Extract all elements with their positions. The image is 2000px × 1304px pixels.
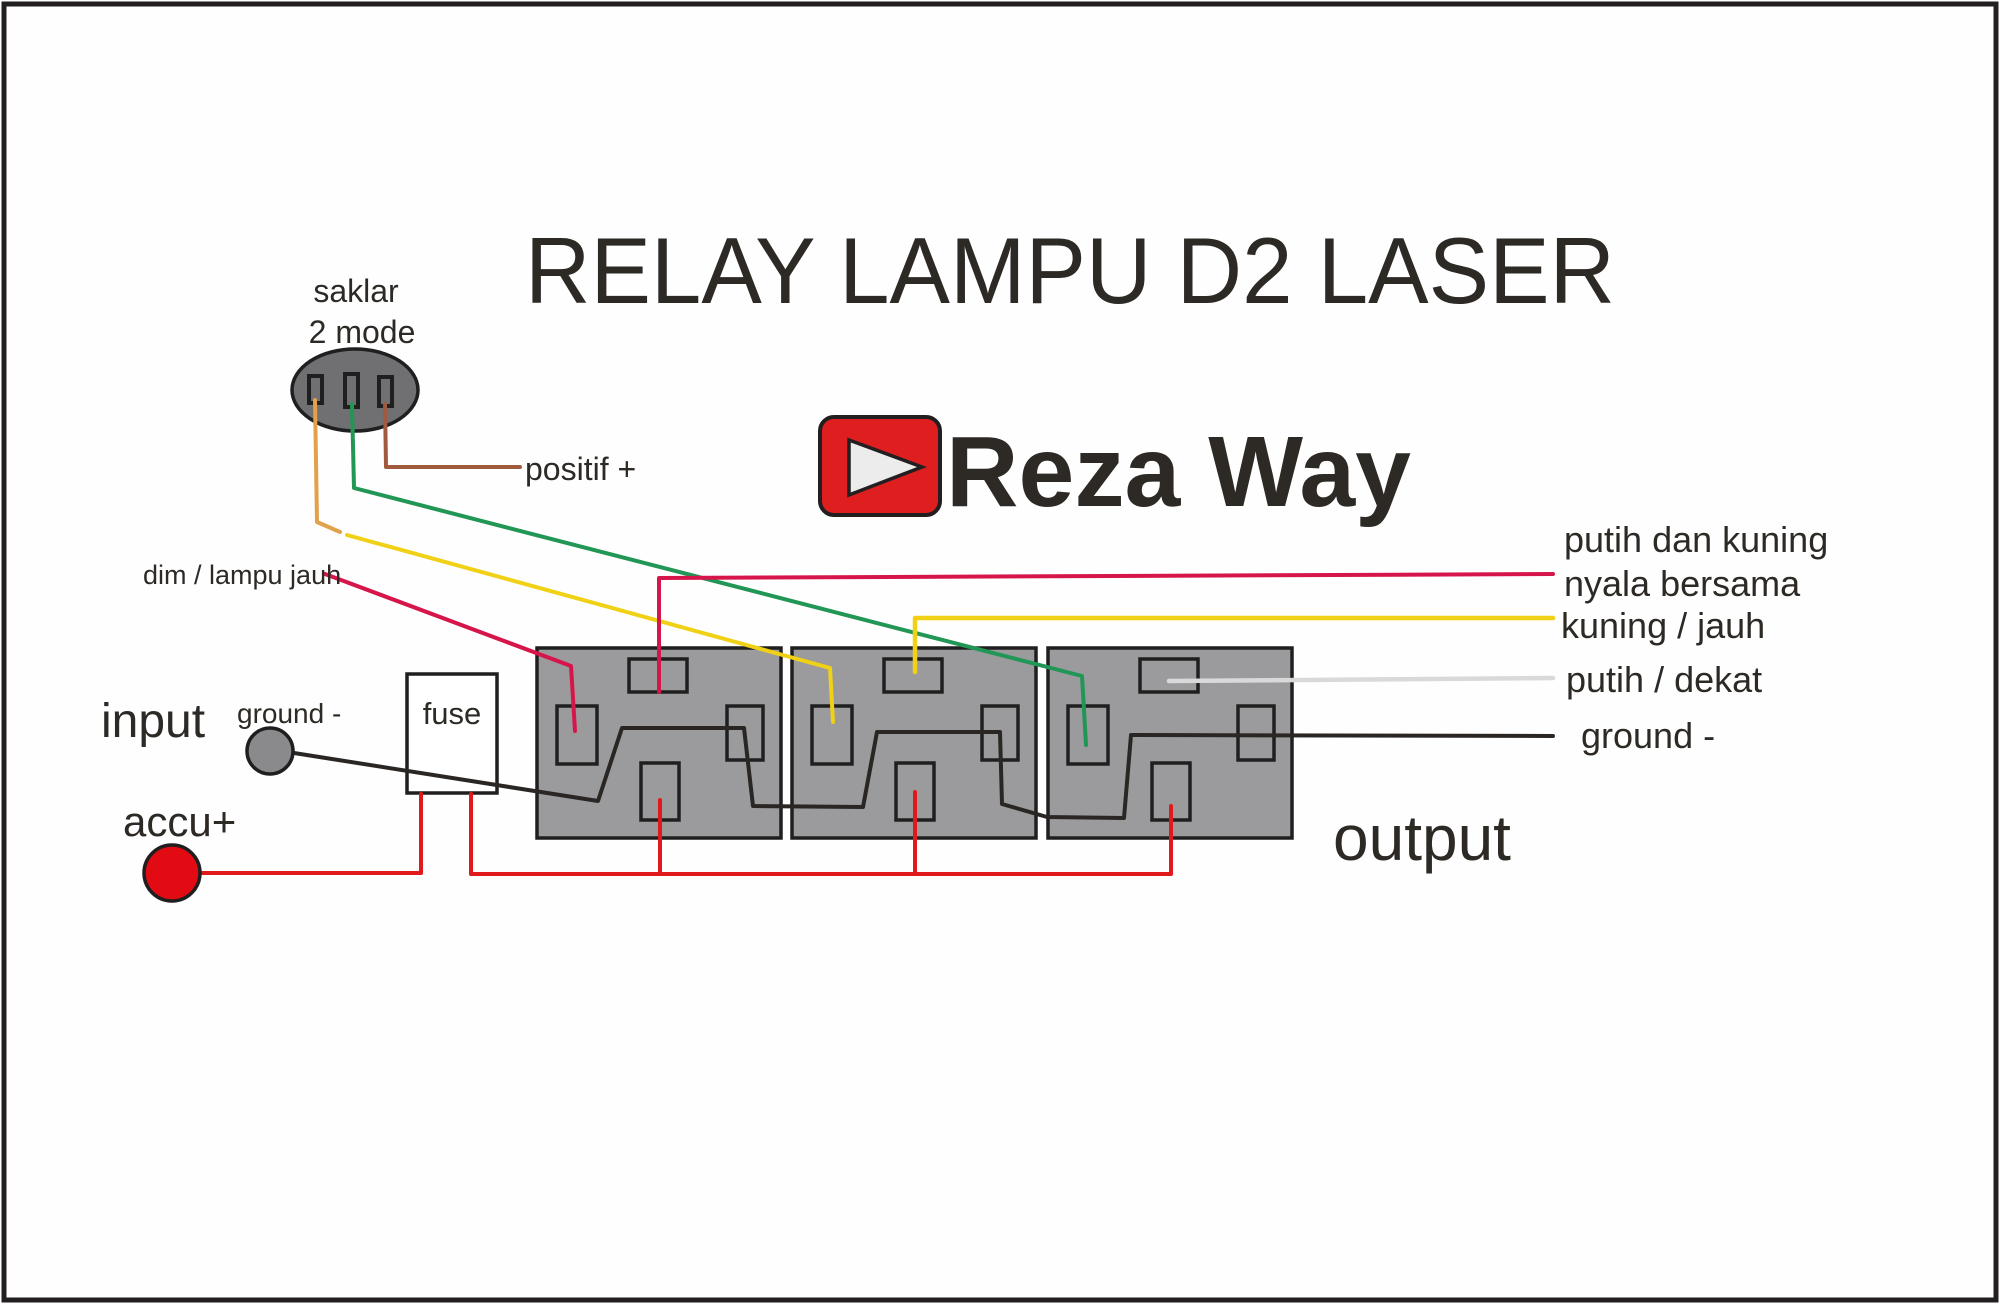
yellow-wire-to-relay2 xyxy=(345,533,835,724)
green-wire-to-relay3 xyxy=(350,402,1088,747)
accu-terminal xyxy=(142,843,202,903)
switch-2-mode: saklar 2 mode xyxy=(290,273,420,433)
relay1-right-pin xyxy=(725,704,765,762)
relay1-left-pin xyxy=(555,704,599,766)
switch-pin1-wire xyxy=(313,398,342,534)
switch-label-line1: saklar xyxy=(313,273,399,309)
dim-label: dim / lampu jauh xyxy=(143,560,341,590)
ground-bus-wire xyxy=(292,726,1555,820)
channel-name: Reza Way xyxy=(946,416,1411,528)
legend-putih-dekat: putih / dekat xyxy=(1566,659,1762,700)
positif-wire xyxy=(383,402,522,469)
accu-to-fuse-wire xyxy=(196,792,423,875)
fuse-outline xyxy=(405,672,499,795)
relay3-right-pin xyxy=(1236,704,1276,762)
fuse-label: fuse xyxy=(423,696,482,731)
output-label: output xyxy=(1333,802,1511,874)
legend: putih dan kuning nyala bersama kuning / … xyxy=(1561,519,1828,756)
fuse-box: fuse xyxy=(405,672,499,795)
switch-label-line2: 2 mode xyxy=(309,314,416,350)
legend-putih-dan-kuning: putih dan kuning xyxy=(1564,519,1828,560)
input-label: input xyxy=(101,695,205,748)
ground-left-label: ground - xyxy=(237,698,341,729)
putih-dekat-wire xyxy=(1166,675,1556,684)
page-title: RELAY LAMPU D2 LASER xyxy=(525,218,1615,323)
accu-label: accu+ xyxy=(123,798,236,845)
play-triangle-icon xyxy=(847,437,927,498)
fused-power-bus xyxy=(469,792,1173,876)
channel-logo: Reza Way xyxy=(818,415,1411,528)
legend-kuning-jauh: kuning / jauh xyxy=(1561,605,1765,646)
ground-terminal xyxy=(245,726,295,776)
kuning-jauh-wire xyxy=(912,615,1556,675)
dim-wire xyxy=(323,572,577,733)
relay3-top-pin xyxy=(1138,657,1200,694)
positif-label: positif + xyxy=(525,451,636,487)
legend-nyala-bersama: nyala bersama xyxy=(1564,563,1801,604)
legend-ground: ground - xyxy=(1581,715,1715,756)
relay3-left-pin xyxy=(1066,704,1110,766)
wires-layer xyxy=(196,398,1556,876)
nyala-bersama-wire xyxy=(657,572,1555,694)
